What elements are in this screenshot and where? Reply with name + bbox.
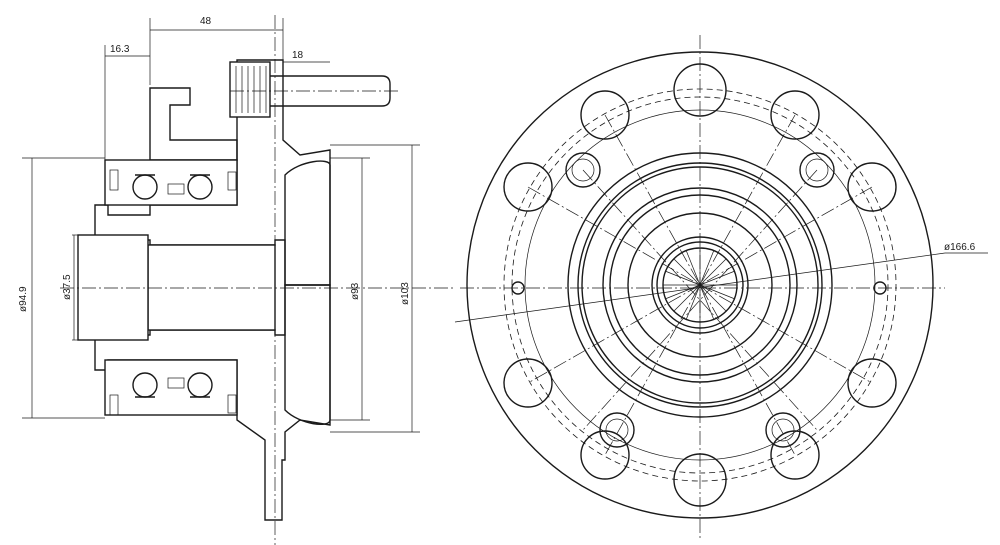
dim-166-6-label: ø166.6 <box>944 242 976 253</box>
dimension-93: ø93 <box>330 157 370 421</box>
dim-37-5-label: ø37.5 <box>62 274 73 300</box>
dim-16-3-label: 16.3 <box>110 44 130 55</box>
front-view: ø166.6 <box>454 35 988 540</box>
dimension-94-9: ø94.9 <box>18 157 105 419</box>
dimension-16-3: 16.3 <box>104 44 150 160</box>
bearing-housing-lower <box>104 359 238 416</box>
section-view: 48 16.3 18 ø94.9 ø37.5 ø93 <box>18 15 455 545</box>
dim-93-label: ø93 <box>350 282 361 300</box>
hub-bore-step <box>77 234 149 341</box>
dimension-18: 18 <box>283 50 330 63</box>
dimension-37-5: ø37.5 <box>62 234 78 341</box>
bearing-housing-upper <box>104 159 238 206</box>
bearing-balls-lower <box>109 372 237 416</box>
stud-holes <box>565 152 835 448</box>
wheel-stud <box>229 61 391 118</box>
dim-94-9-label: ø94.9 <box>18 286 29 312</box>
hub-face <box>284 160 331 426</box>
dimension-48: 48 <box>149 16 284 85</box>
dim-103-label: ø103 <box>400 282 411 305</box>
dim-48-label: 48 <box>200 16 212 27</box>
bearing-balls-upper <box>109 169 237 200</box>
inner-ring-upper <box>149 87 238 161</box>
dim-18-label: 18 <box>292 50 304 61</box>
dimension-166-6: ø166.6 <box>454 242 988 323</box>
hub-bore <box>147 244 276 331</box>
dimension-103: ø103 <box>330 144 420 433</box>
